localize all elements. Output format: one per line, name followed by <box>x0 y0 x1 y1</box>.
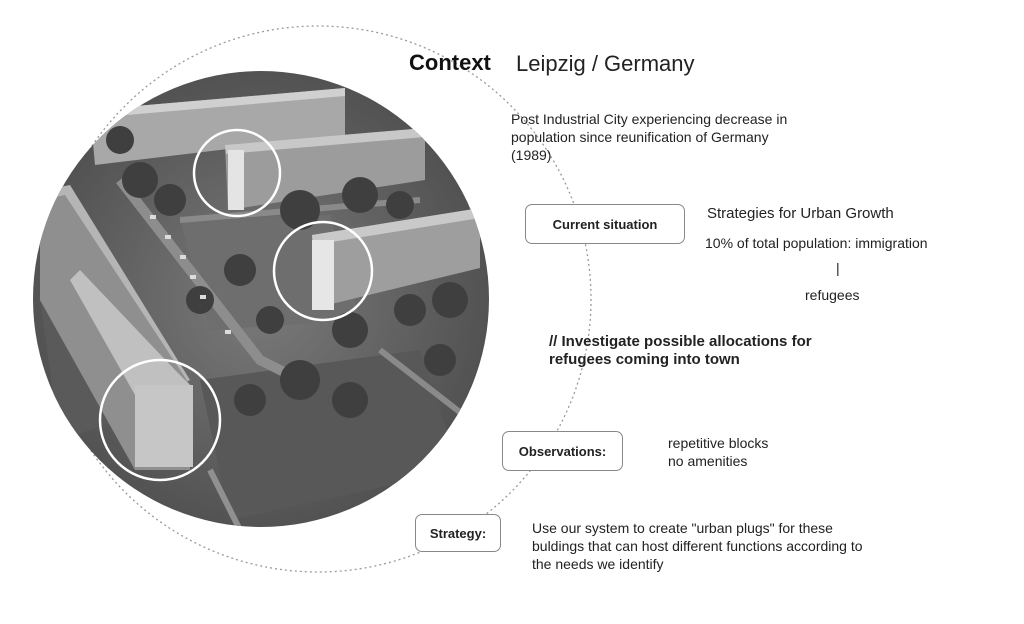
refugees-label: refugees <box>805 287 860 303</box>
strategy-line: Use our system to create "urban plugs" f… <box>532 520 833 536</box>
highlight-ring-1 <box>192 128 282 218</box>
highlight-ring-3 <box>98 358 222 482</box>
context-circle <box>44 25 592 573</box>
observation-item: repetitive blocks <box>668 435 769 451</box>
current-situation-label: Current situation <box>552 216 658 232</box>
current-situation-box: Current situation <box>525 204 685 244</box>
page-title: Context <box>409 50 491 75</box>
immigration-stat: 10% of total population: immigration <box>705 235 928 251</box>
photo-content <box>33 71 489 527</box>
investigation-line-2: refugees coming into town <box>549 351 740 368</box>
strategy-label: Strategy: <box>429 525 487 541</box>
stat-separator: | <box>836 260 840 276</box>
observation-item: no amenities <box>668 453 748 469</box>
observations-label: Observations: <box>518 443 607 459</box>
context-description: Post Industrial City experiencing decrea… <box>511 111 788 163</box>
strategy-line: the needs we identify <box>532 556 664 572</box>
investigation-line-1: // Investigate possible allocations for <box>549 333 812 350</box>
strategy-line: buldings that can host different functio… <box>532 538 863 554</box>
strategy-box: Strategy: <box>415 514 501 552</box>
strategies-heading: Strategies for Urban Growth <box>707 205 894 222</box>
observations-box: Observations: <box>502 431 623 471</box>
page-subtitle: Leipzig / Germany <box>516 51 695 76</box>
highlight-ring-2 <box>272 220 374 322</box>
